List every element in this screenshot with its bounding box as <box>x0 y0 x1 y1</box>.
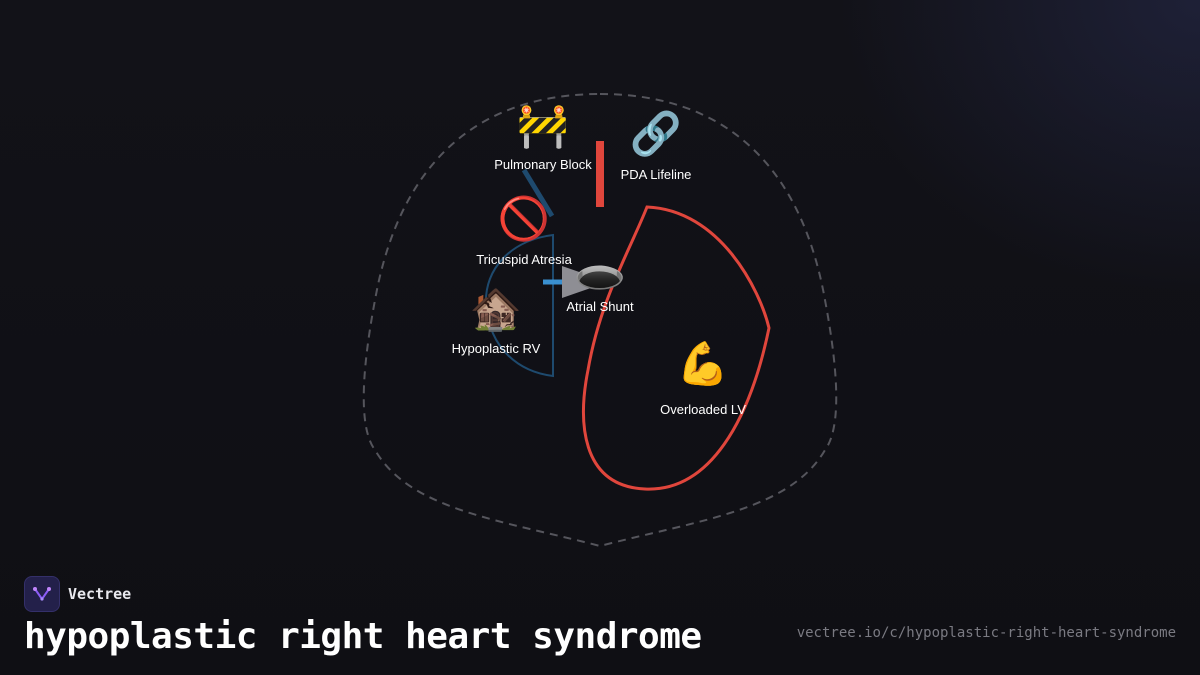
ductus-bar <box>596 141 604 207</box>
vectree-logo-icon <box>24 576 60 612</box>
node-tricuspid-atresia: 🚫 Tricuspid Atresia <box>476 194 572 267</box>
brand[interactable]: Vectree <box>24 576 702 612</box>
node-pda-lifeline: 🔗 PDA Lifeline <box>621 108 692 182</box>
hole-icon: 🕳️ <box>568 246 632 295</box>
atrial-shunt-label: Atrial Shunt <box>566 299 634 314</box>
node-atrial-shunt: 🕳️ Atrial Shunt <box>566 246 634 314</box>
page-title: hypoplastic right heart syndrome <box>24 616 702 657</box>
pda-lifeline-label: PDA Lifeline <box>621 167 692 182</box>
tricuspid-atresia-label: Tricuspid Atresia <box>476 252 572 267</box>
node-hypoplastic-rv: 🏚️ Hypoplastic RV <box>452 284 541 356</box>
right-ventricle-outline <box>484 233 554 378</box>
link-icon: 🔗 <box>630 108 682 159</box>
pulmonary-block-label: Pulmonary Block <box>494 157 592 172</box>
pulmonary-stub <box>521 168 555 218</box>
derelict-house-icon: 🏚️ <box>470 284 522 333</box>
brand-name: Vectree <box>68 585 132 603</box>
flexed-biceps-icon: 💪 <box>677 339 729 388</box>
node-overloaded-lv: 💪 Overloaded LV <box>660 339 746 417</box>
shunt-arrowhead <box>562 266 608 298</box>
hypoplastic-rv-label: Hypoplastic RV <box>452 341 541 356</box>
footer: Vectree hypoplastic right heart syndrome <box>24 576 702 657</box>
heart-outline <box>362 92 838 548</box>
construction-barrier-icon: 🚧 <box>517 101 569 150</box>
no-entry-icon: 🚫 <box>498 194 550 243</box>
left-ventricle-outline <box>582 205 771 491</box>
node-pulmonary-block: 🚧 Pulmonary Block <box>494 101 592 172</box>
page-url[interactable]: vectree.io/c/hypoplastic-right-heart-syn… <box>796 625 1176 641</box>
overloaded-lv-label: Overloaded LV <box>660 402 746 417</box>
